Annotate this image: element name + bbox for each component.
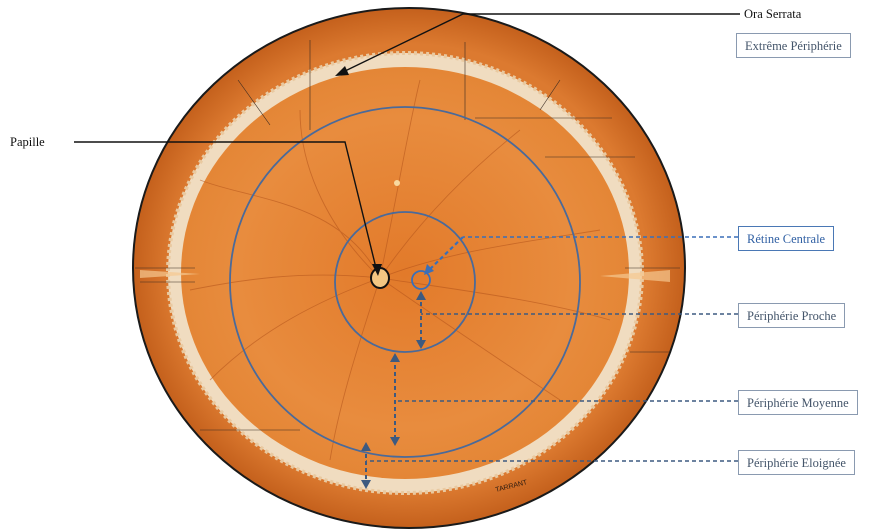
zone-circle-central <box>334 211 476 353</box>
ora-serrata-leader <box>342 13 740 73</box>
retine-centrale-arrowhead <box>424 264 434 275</box>
nasal-streak <box>140 270 200 278</box>
retine-centrale-box: Rétine Centrale <box>738 226 835 251</box>
zone-circle-middle <box>229 106 581 458</box>
temporal-streak <box>600 270 670 282</box>
ora-serrata-arrowhead <box>335 66 349 76</box>
papilla-disc <box>370 267 390 289</box>
rim-thin-lines <box>135 40 680 431</box>
extreme-peripherie-box: Extrême Périphérie <box>736 33 851 58</box>
ora-serrata-label: Ora Serrata <box>744 7 802 21</box>
papille-arrowhead <box>372 264 382 276</box>
peripherie-moyenne-arrowhead-top <box>390 353 400 362</box>
macula-circle <box>411 270 431 290</box>
fundus-field <box>181 67 629 479</box>
peripherie-proche-box: Périphérie Proche <box>738 303 846 328</box>
papille-label: Papille <box>10 135 45 149</box>
peripherie-eloignee-arrowhead-bottom <box>361 480 371 489</box>
bright-spot <box>394 180 400 186</box>
peripherie-moyenne-box: Périphérie Moyenne <box>738 390 858 415</box>
peripherie-proche-arrowhead-bottom <box>416 340 426 349</box>
retine-centrale-arrow <box>427 236 464 272</box>
retinal-vessels <box>189 79 611 461</box>
peripherie-eloignee-box: Périphérie Eloignée <box>738 450 855 475</box>
papille-leader <box>74 141 378 273</box>
peripherie-proche-arrowhead-top <box>416 291 426 300</box>
peripherie-eloignee-arrowhead-top <box>361 442 371 451</box>
peripherie-moyenne-arrowhead-bottom <box>390 437 400 446</box>
